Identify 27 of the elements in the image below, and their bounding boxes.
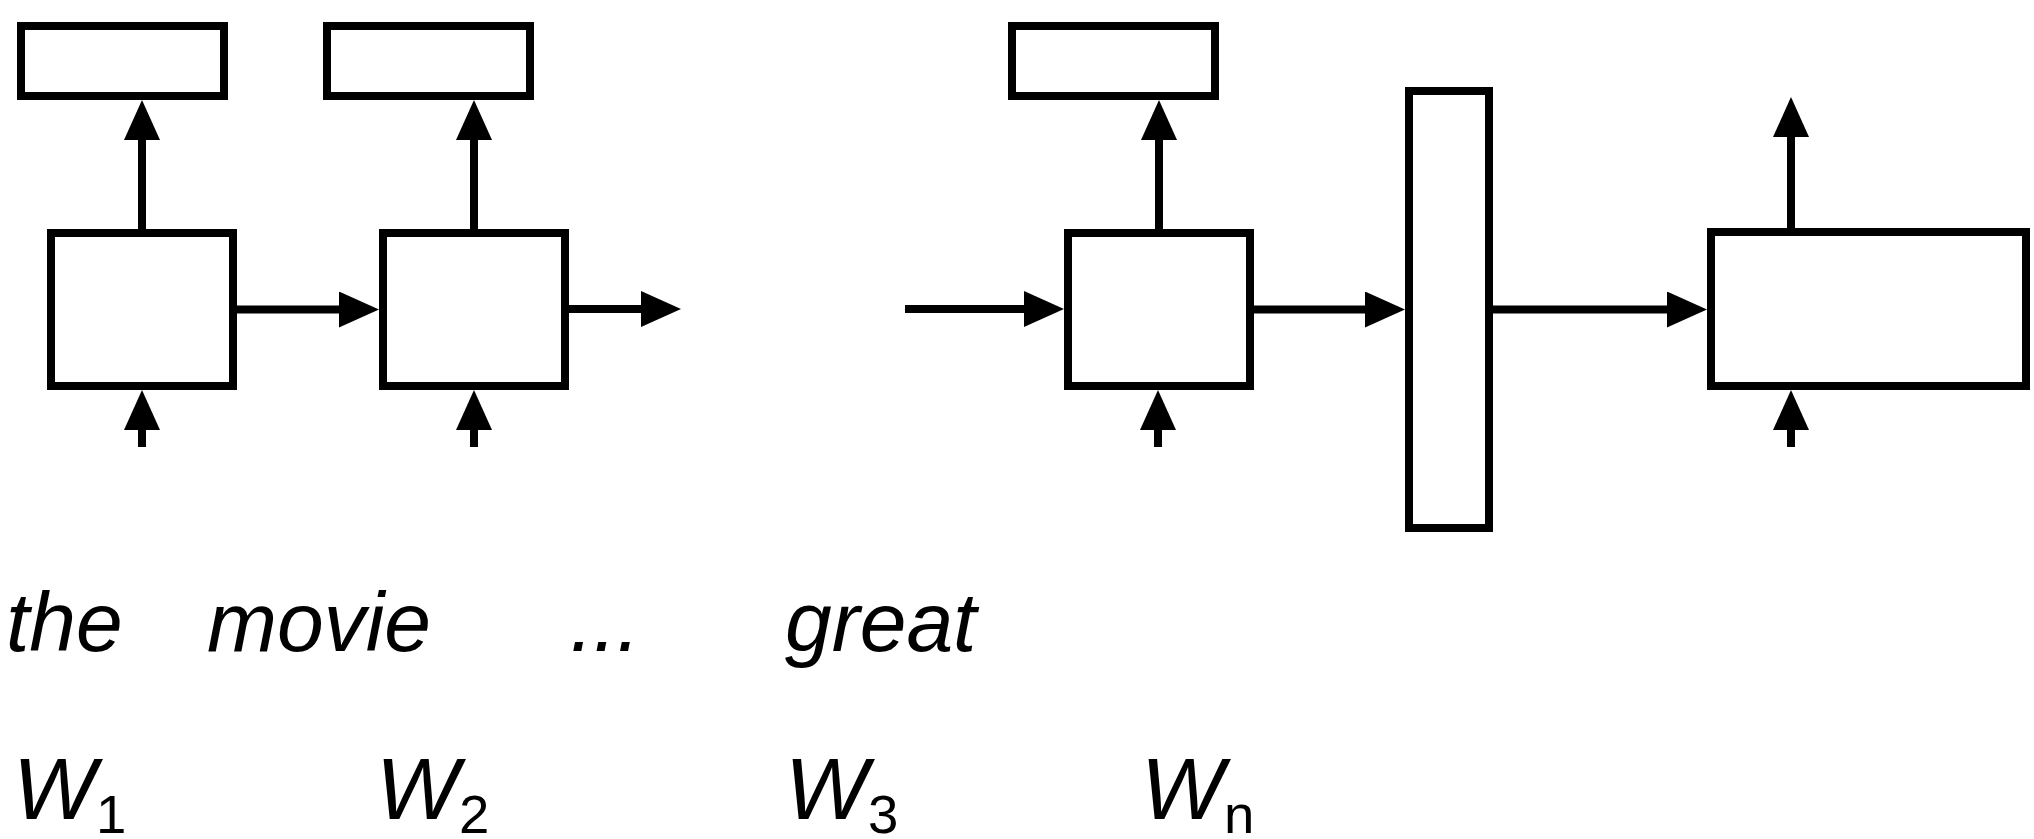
arrow — [124, 100, 160, 229]
arrow — [1773, 390, 1809, 447]
word-vector-label: W$_{n}$ — [1141, 745, 1255, 839]
arrow — [124, 390, 160, 447]
arrow — [1140, 390, 1176, 447]
input-word: the — [6, 580, 123, 664]
word-vector-label: W$_{1}$ — [13, 745, 127, 839]
input-word: movie — [207, 580, 432, 664]
arrow — [1254, 291, 1405, 328]
arrow — [237, 291, 379, 328]
state-box — [323, 22, 534, 100]
arrow — [1141, 100, 1177, 229]
arrow — [1493, 291, 1707, 328]
state-box — [1707, 228, 2030, 390]
word-vector-label: W$_{2}$ — [376, 745, 490, 839]
state-box — [1064, 229, 1254, 390]
state-box — [17, 22, 228, 100]
state-box — [47, 229, 237, 390]
state-box — [1008, 22, 1219, 100]
word-vector-label: W$_{3}$ — [785, 745, 899, 839]
arrow — [456, 390, 492, 447]
input-word: ... — [570, 580, 640, 664]
arrow — [456, 100, 492, 229]
state-box — [379, 229, 569, 390]
arrow — [1773, 97, 1809, 228]
arrow — [569, 291, 681, 327]
state-box — [1405, 87, 1493, 532]
